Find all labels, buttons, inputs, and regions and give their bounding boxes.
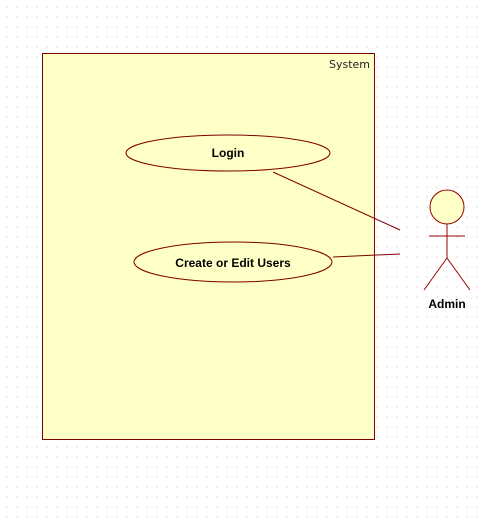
system-label: System [329,58,370,71]
use-case-create-edit-users[interactable]: Create or Edit Users [133,241,333,283]
use-case-login-label: Login [212,146,245,160]
association-create-edit-users-admin[interactable] [332,253,401,258]
actor-head [429,189,465,225]
actor-label: Admin [428,297,465,311]
association-login-admin[interactable] [272,171,401,231]
use-case-login-ellipse [125,134,331,172]
actor-left-leg [423,257,448,291]
use-case-login[interactable]: Login [125,134,331,172]
use-case-create-edit-users-label: Create or Edit Users [175,256,291,270]
use-case-create-edit-users-ellipse [133,241,333,283]
actor-admin[interactable]: Admin [423,189,471,311]
actor-right-leg [446,257,471,291]
